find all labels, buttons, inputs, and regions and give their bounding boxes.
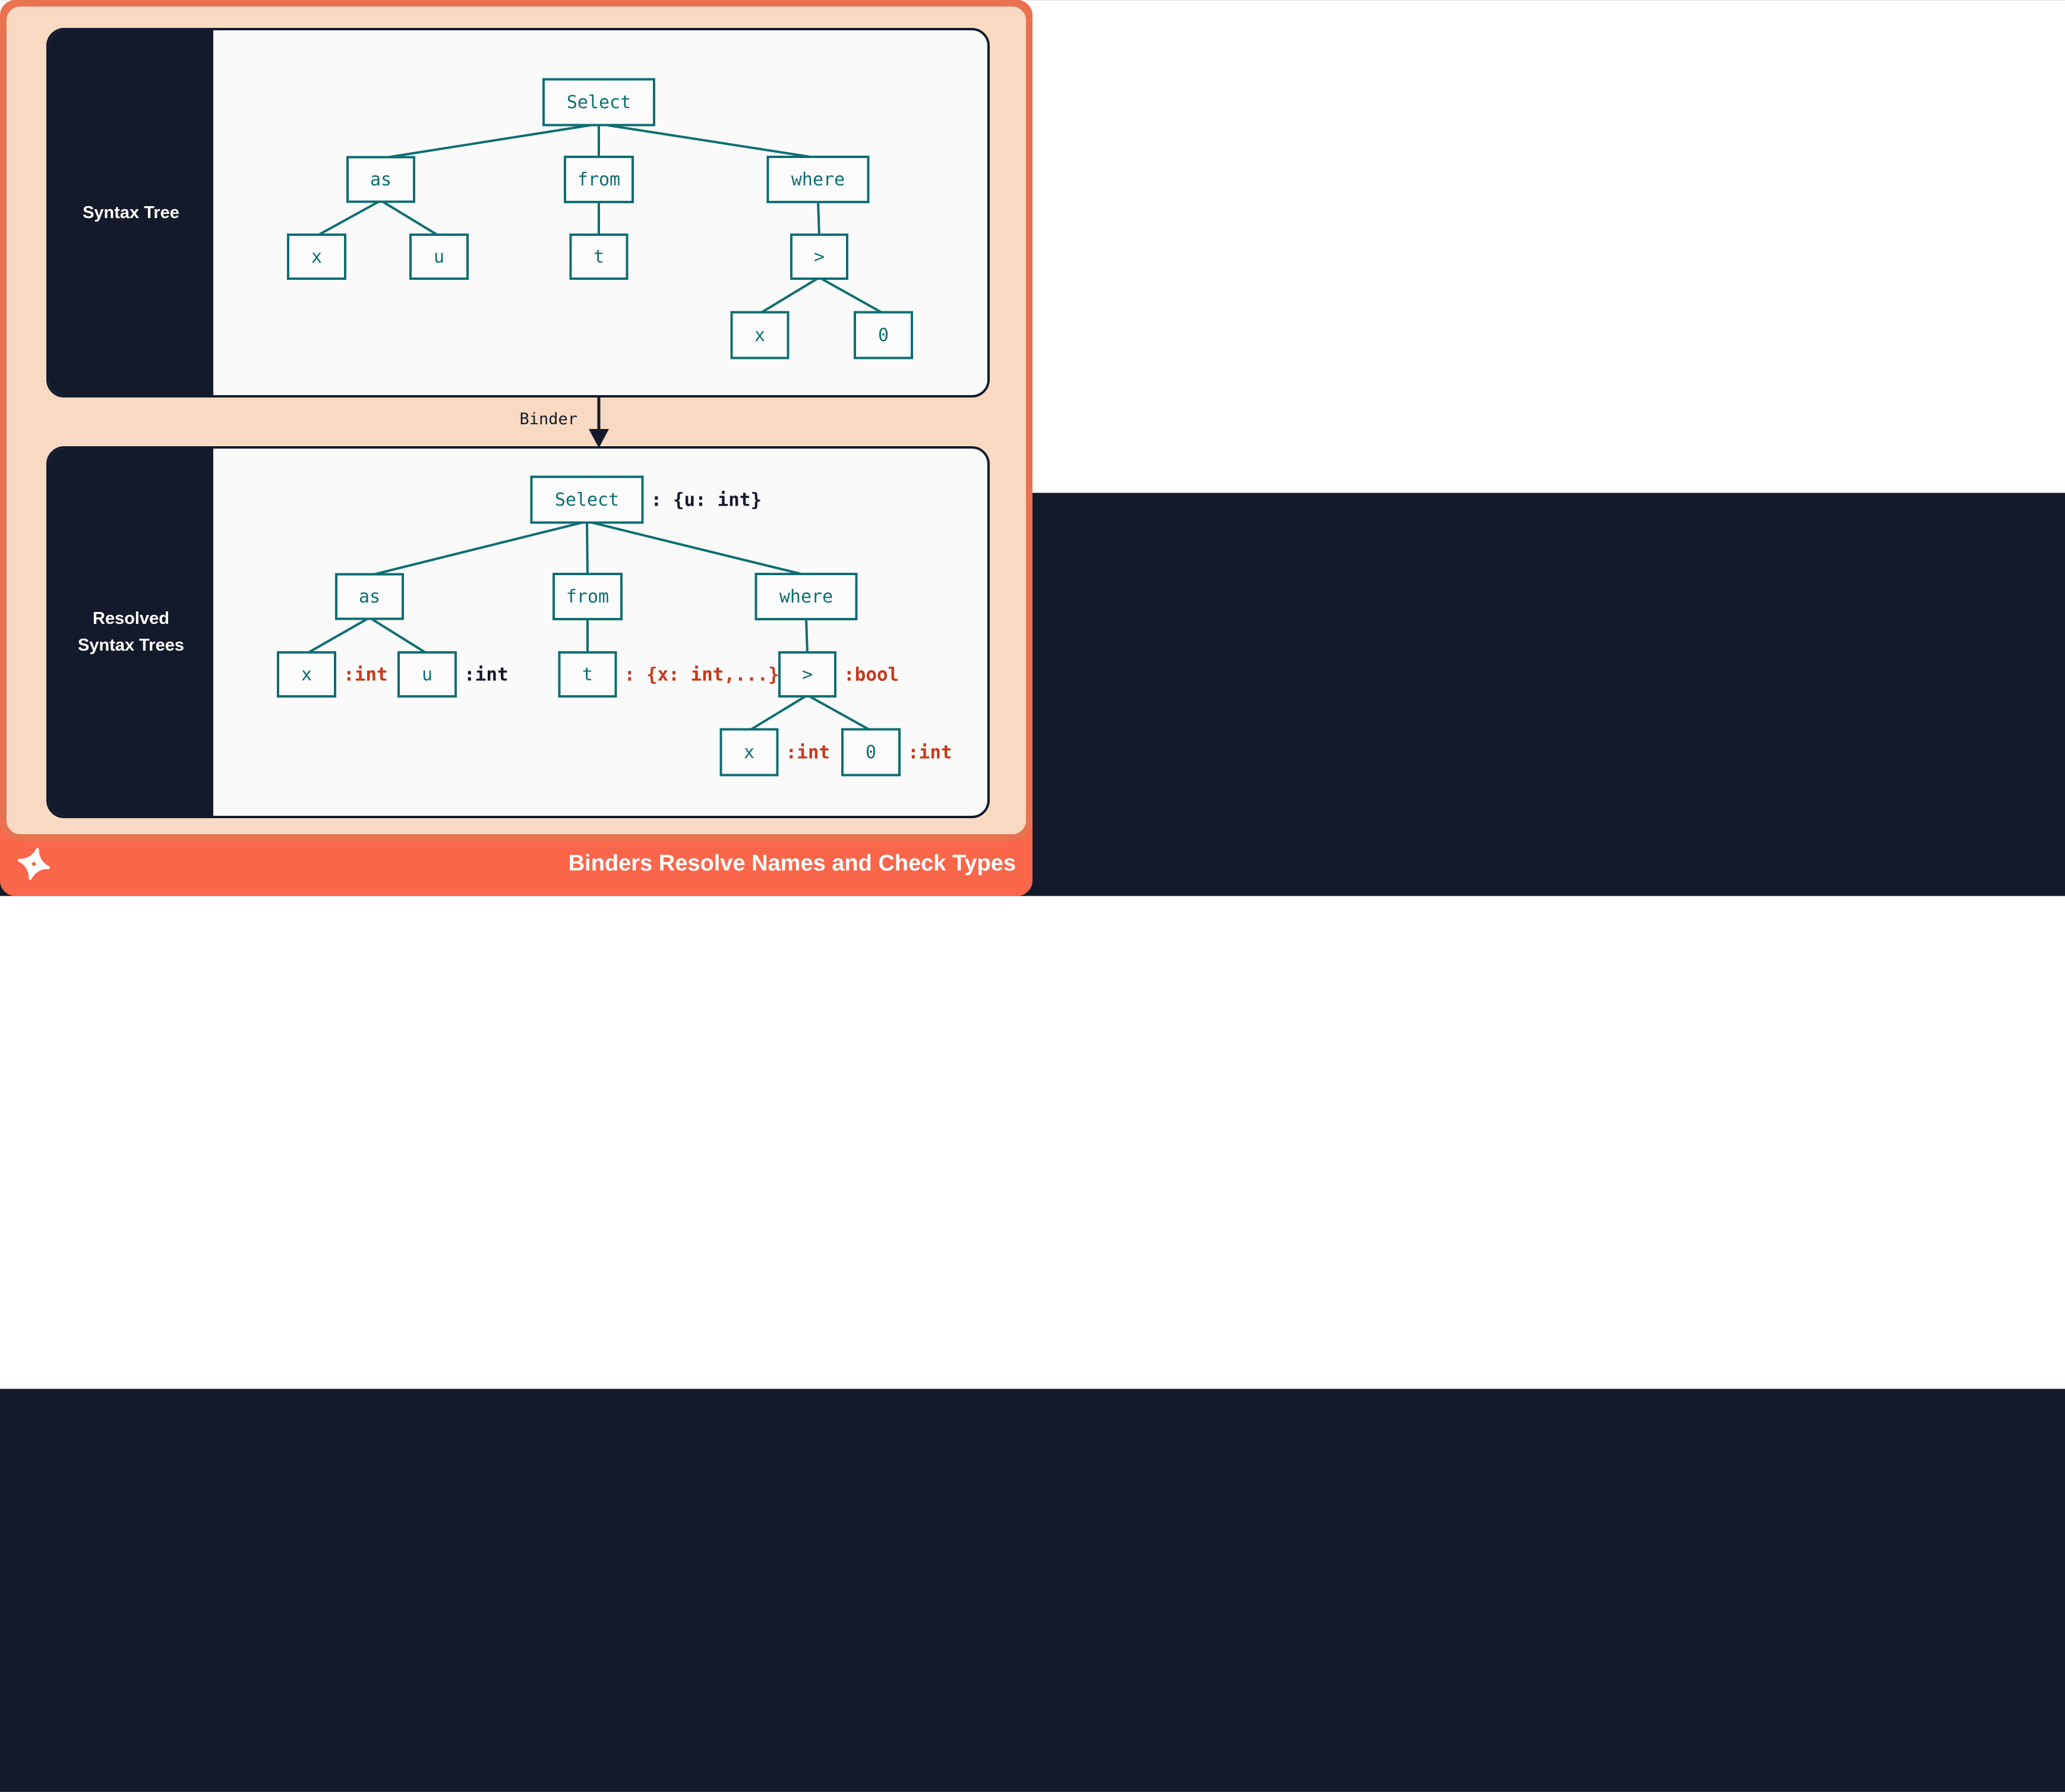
type-annotation-t: : {x: int,...} [624,664,779,686]
tree-node-label: u [422,664,432,685]
tree-node-box [564,156,634,203]
tree-node-as: as [346,156,415,203]
tree-node-select: Select : {u: int} [530,475,762,524]
tree-node-zero: 0 :int [841,728,952,777]
tree-node-x1: x :int [277,651,388,698]
tree-node-x2: x :int [719,728,831,777]
tree-node-u1: u :int [397,651,509,698]
tree-edge-select-as [380,122,599,160]
tree-node-select: Select [542,78,655,127]
panel-title-resolved-line1: Resolved [93,609,169,629]
tree-edge-as-x1 [306,616,370,655]
footer-title: Binders Resolve Names and Check Types [568,851,1016,876]
binder-arrow-icon [589,397,609,448]
tree-node-box [542,78,655,127]
tree-edge-gt-zero [819,276,884,315]
tree-node-u1: u [409,234,469,280]
tree-node-label: from [577,169,620,190]
tree-edge-gt-x2 [759,276,820,315]
panel-sidebar-syntax-tree: Syntax Tree [49,30,213,395]
tree-node-label: from [566,586,609,607]
tree-edge-select-where [598,122,819,159]
tree-node-label: x [311,247,322,267]
panel-content-syntax-tree: Select as from where x u t > x 0 [213,30,987,395]
tree-node-label: x [744,742,754,763]
type-annotation-select: : {u: int} [651,490,762,511]
tree-edge-select-from [586,521,589,576]
tree-node-label: 0 [866,742,876,763]
tree-node-label: Select [567,92,631,113]
footer: Binders Resolve Names and Check Types [0,841,1032,896]
tree-node-label: u [434,247,444,267]
tree-edge-gt-zero [807,694,872,732]
tree-edge-gt-x2 [748,694,809,732]
tree-node-x1: x [287,234,346,280]
tree-node-box [766,156,870,203]
panel-resolved-syntax-trees: Resolved Syntax Trees Select : {u: int} as… [46,446,990,818]
tree-node-where: where [754,573,858,620]
tree-node-box [335,573,404,620]
tree-node-label: > [814,247,825,267]
panel-title-resolved-line2: Syntax Trees [78,636,184,655]
tree-edge-select-where [586,520,807,576]
tree-edge-as-u1 [380,199,440,237]
tree-node-label: as [370,169,391,190]
tree-node-box [790,234,848,280]
tree-node-as: as [335,573,404,620]
tree-node-box [841,728,901,777]
tree-node-box [287,234,346,280]
tree-node-label: as [359,586,380,607]
panel-title-syntax-tree: Syntax Tree [83,203,179,222]
dbt-pinwheel-star-logo-icon [18,848,50,880]
type-annotation-gt: :bool [844,664,899,686]
tree-node-label: where [791,169,845,190]
tree-node-box [409,234,469,280]
tree-node-box [530,475,644,524]
panel-sidebar-resolved-syntax-trees: Resolved Syntax Trees [49,449,213,816]
tree-node-box [552,573,623,620]
tree-node-label: t [593,247,604,267]
panel-content-resolved-syntax-trees: Select : {u: int} as from where x :int u :int t : … [213,449,987,816]
tree-node-box [397,651,457,698]
tree-node-from: from [564,156,634,203]
tree-node-box [854,311,913,359]
tree-node-box [558,651,617,698]
tree-edge-where-gt [817,200,820,236]
tree-node-label: > [802,664,813,685]
tree-edge-where-gt [805,617,809,654]
type-annotation-x2: :int [786,742,831,764]
tree-node-box [719,728,779,777]
slide: Syntax Tree Select as from where x u t > x 0 Bind… [0,0,1032,896]
tree-node-t: t [569,234,629,280]
type-annotation-zero: :int [908,742,952,764]
tree-node-zero: 0 [854,311,913,359]
tree-node-t: t : {x: int,...} [558,651,779,698]
tree-node-where: where [766,156,870,203]
tree-node-gt: > :bool [778,651,899,698]
panel-syntax-tree: Syntax Tree Select as from where x u t > x 0 [46,28,990,397]
tree-node-label: x [754,325,765,346]
tree-edge-as-u1 [368,616,428,655]
type-annotation-u1: :int [464,664,509,686]
tree-edge-as-x1 [316,199,381,237]
tree-edge-select-as [369,520,588,577]
tree-node-box [730,311,790,359]
tree-node-x2: x [730,311,790,359]
tree-node-label: where [779,586,833,607]
tree-node-box [569,234,629,280]
resolved-syntax-tree-diagram: Select : {u: int} as from where x :int u :int t : … [277,475,952,777]
tree-node-label: t [582,664,593,685]
tree-node-box [346,156,415,203]
tree-node-from: from [552,573,623,620]
binder-label: Binder [519,410,577,428]
tree-node-box [754,573,858,620]
syntax-tree-diagram: Select as from where x u t > x 0 [287,78,913,359]
tree-node-label: x [301,664,312,685]
tree-node-gt: > [790,234,848,280]
tree-node-box [778,651,836,698]
tree-node-label: Select [555,490,619,510]
tree-node-label: 0 [878,325,889,346]
tree-node-box [277,651,336,698]
type-annotation-x1: :int [343,664,388,686]
